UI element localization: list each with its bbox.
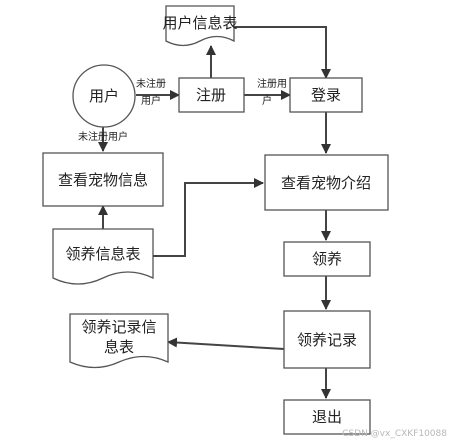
node-register: 注册 (178, 77, 245, 113)
node-logout-label: 退出 (312, 408, 342, 426)
node-register-label: 注册 (196, 86, 226, 104)
edge-label-user-register-1: 未注册 (136, 77, 166, 90)
node-adopt-record-table: 领养记录信 息表 (69, 313, 169, 369)
watermark: CSDN @vx_CXKF10088 (342, 429, 447, 439)
node-user-label: 用户 (89, 87, 119, 105)
node-user-table: 用户信息表 (162, 5, 238, 47)
node-adopt-info-table-label: 领养信息表 (65, 245, 140, 263)
node-adopt-info-table: 领养信息表 (52, 228, 154, 285)
node-user-table-label: 用户信息表 (162, 14, 237, 32)
edge-user-table-to-login (234, 26, 331, 79)
node-logout: 退出 (283, 399, 371, 435)
edge-label-user-down: 未注册用户 (78, 130, 128, 143)
node-adopt-record-table-label-2: 息表 (104, 338, 134, 356)
node-adopt-record: 领养记录 (283, 310, 371, 369)
edge-label-user-register-2: 用户 (141, 94, 161, 107)
node-adopt-record-label: 领养记录 (297, 331, 357, 349)
node-adopt-label: 领养 (312, 250, 342, 268)
edge-adopt-record-to-record-table (167, 337, 285, 350)
node-login-label: 登录 (311, 86, 341, 104)
node-view-pet-intro-label: 查看宠物介绍 (281, 174, 371, 192)
edge-adopt-table-to-view-pet-intro (153, 178, 264, 257)
node-view-pet-info-label: 查看宠物信息 (58, 171, 148, 189)
edge-label-register-login-1: 注册用 (257, 77, 287, 90)
node-login: 登录 (289, 77, 363, 113)
node-user: 用户 (72, 64, 136, 128)
node-view-pet-intro: 查看宠物介绍 (264, 154, 389, 211)
edge-label-register-login-2: 户 (262, 94, 272, 107)
node-adopt: 领养 (283, 241, 371, 277)
node-adopt-record-table-label-1: 领养记录信 (81, 318, 156, 336)
node-view-pet-info: 查看宠物信息 (42, 152, 164, 207)
